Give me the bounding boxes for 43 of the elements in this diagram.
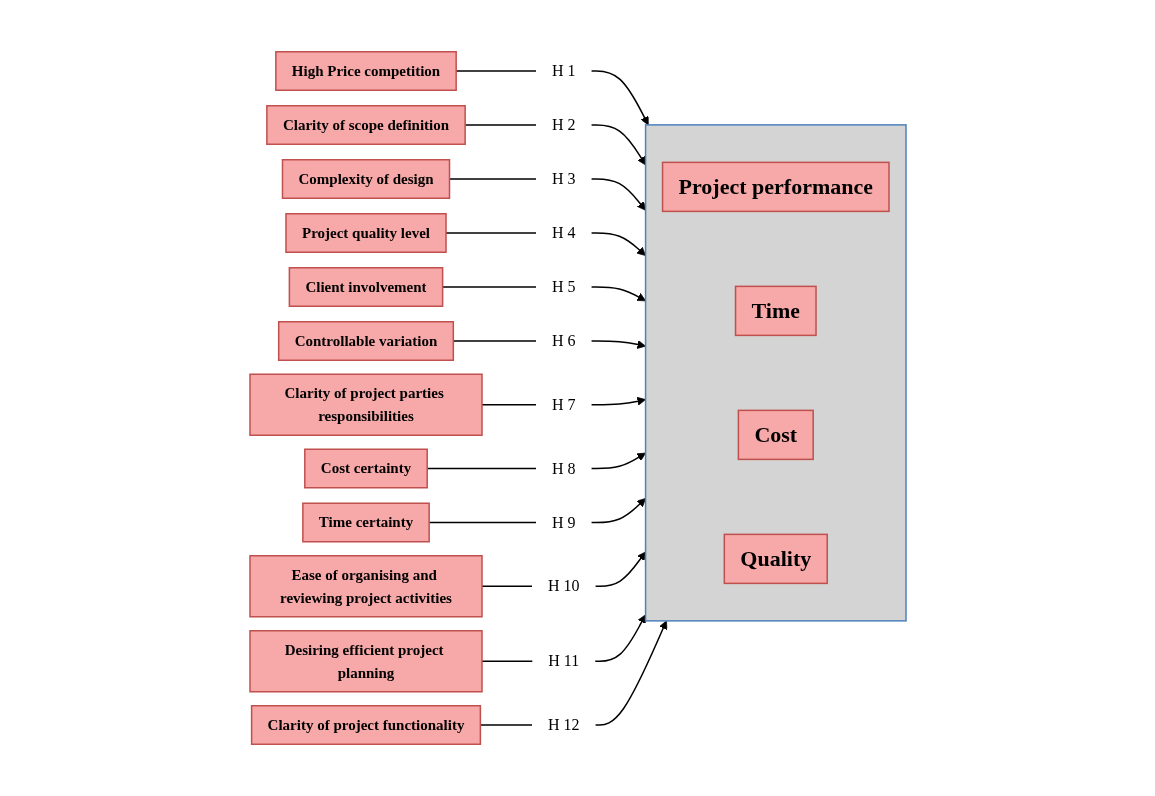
arrow [590,286,646,302]
arrow [590,70,649,126]
arrow [594,614,646,662]
arrow [590,340,646,349]
node-text: H 1 [551,62,576,79]
node-box: Project performance [661,161,890,213]
node-box: Ease of organising and reviewing project activities [248,555,483,618]
node-text: H 6 [551,332,576,349]
arrow [590,232,646,256]
node-text: H 2 [551,116,576,133]
node-box: Complexity of design [281,159,450,199]
node-box: Clarity of project parties responsibilities [248,373,483,436]
node-text: H 12 [547,716,580,733]
node-box: Cost [737,409,814,461]
arrow [590,452,646,470]
arrow [590,396,646,406]
node-box: High Price competition [274,51,457,91]
node-text: H 11 [547,652,579,670]
node-box: Quality [723,533,828,585]
connector [479,724,533,726]
arrow [594,551,646,587]
node-text: H 8 [551,459,576,477]
node-text: H 4 [551,224,576,241]
arrow [594,620,667,726]
arrow [590,498,646,524]
node-box: Time certainty [301,502,430,543]
node-box: Clarity of scope definition [265,105,466,145]
arrow [590,124,646,166]
node-box: Client involvement [288,267,443,307]
node-text: H 3 [551,170,576,187]
node-box: Clarity of project functionality [250,705,481,745]
node-box: Cost certainty [303,448,428,489]
arrow [590,178,646,211]
node-box: Time [734,285,817,337]
node-text: H 10 [547,577,580,595]
node-text: H 7 [551,395,576,413]
cluster [644,124,907,622]
node-box: Controllable variation [277,321,454,361]
node-box: Project quality level [284,213,447,253]
node-text: H 9 [551,513,576,531]
node-box: Desiring efficient project planning [248,630,483,693]
connector [452,340,537,342]
node-text: H 5 [551,278,576,295]
